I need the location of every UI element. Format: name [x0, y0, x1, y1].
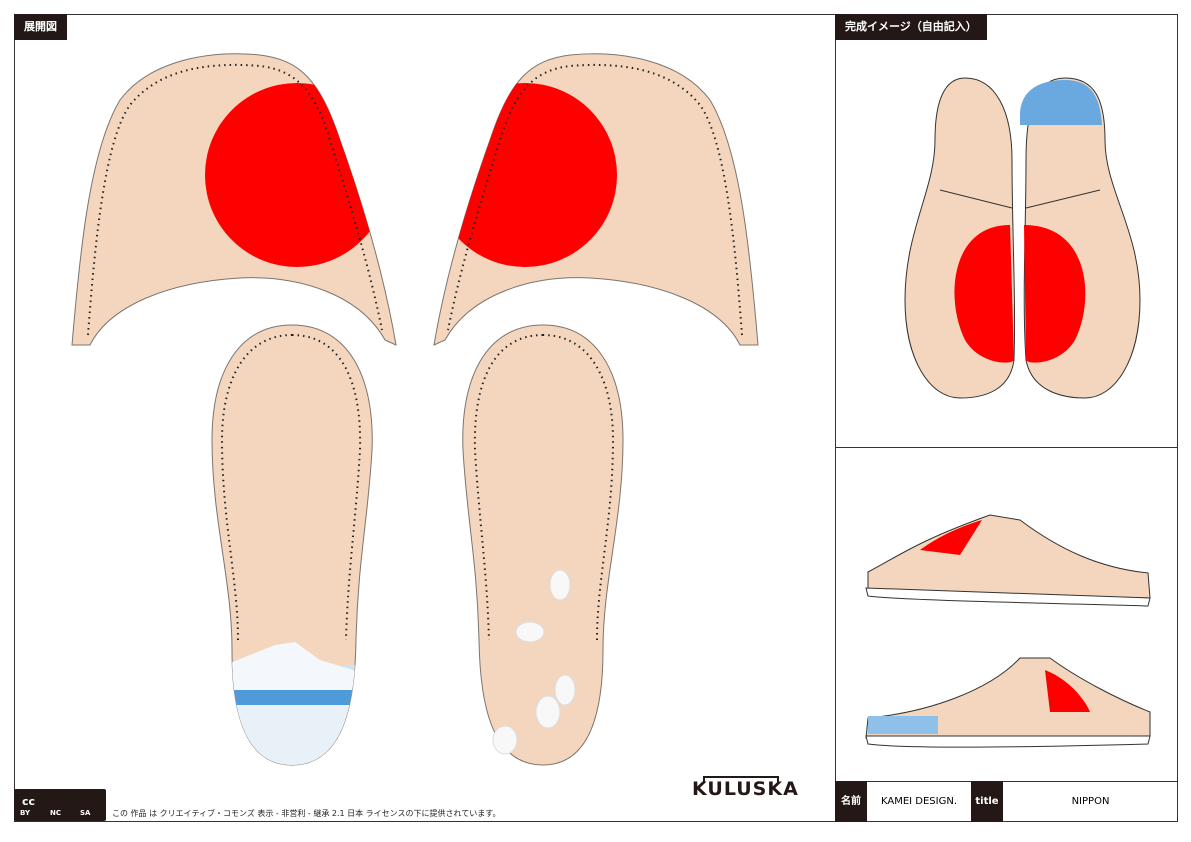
finished-side-view-1 [865, 514, 1151, 607]
red-sun-right [434, 83, 617, 267]
sheet-border [14, 14, 1178, 822]
sole-left [211, 324, 373, 766]
license-text: この 作品 は クリエイティブ・コモンズ 表示 - 非営利 - 継承 2.1 日… [112, 809, 501, 818]
upper-left-piece [71, 53, 397, 346]
title-value: NIPPON [1071, 796, 1110, 807]
sa-label: SA [80, 809, 91, 817]
footer-divider [835, 781, 1178, 782]
name-value: KAMEI DESIGN. [880, 796, 958, 807]
upper-right-piece [433, 53, 759, 346]
cc-icon: cc [22, 795, 36, 808]
image-divider [835, 447, 1178, 448]
nc-label: NC [50, 809, 61, 817]
finished-image-label: 完成イメージ（自由記入） [835, 14, 987, 40]
creative-commons-badge[interactable]: cc BY NC SA [14, 789, 106, 821]
panel-divider [835, 14, 836, 822]
cherry-petals [492, 569, 576, 755]
title-label: title [971, 781, 1003, 822]
finished-top-view [904, 77, 1141, 399]
kuluska-logo: KULUSKA [692, 776, 799, 800]
finished-side-view-2 [865, 657, 1151, 748]
red-sun-left [205, 83, 389, 267]
name-label: 名前 [835, 781, 867, 822]
by-label: BY [20, 809, 31, 817]
pattern-label: 展開図 [14, 14, 67, 40]
